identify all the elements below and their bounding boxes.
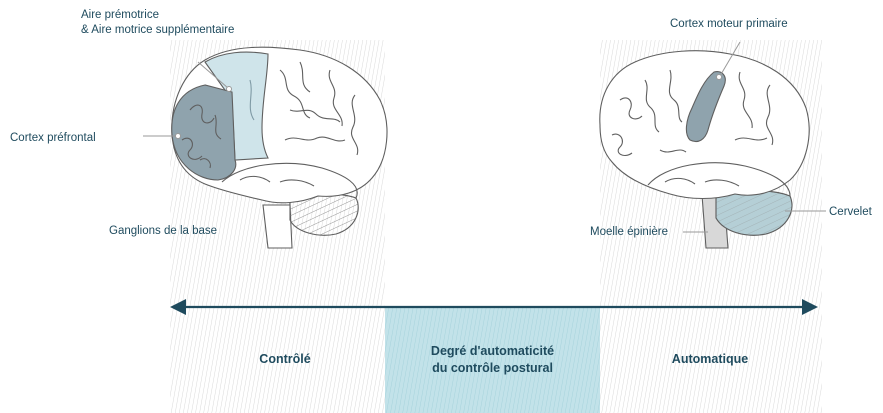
prefrontal-region: [171, 84, 237, 181]
label-premotor-line2: & Aire motrice supplémentaire: [81, 24, 235, 36]
leader-primary-motor: [719, 41, 741, 77]
primary-motor-region: [685, 71, 726, 143]
leader-premotor: [197, 61, 229, 89]
label-spinal-cord: Moelle épinière: [590, 226, 668, 238]
scale-center-line2: du contrôle postural: [432, 361, 553, 375]
scale-center-line1: Degré d'automaticité: [430, 344, 555, 358]
center-band: [385, 307, 600, 413]
leader-lines: [143, 41, 826, 233]
premotor-region: [204, 51, 269, 161]
arrowhead-right: [802, 299, 818, 315]
label-premotor-line1: Aire prémotrice: [81, 9, 159, 21]
scale-arrow: [170, 299, 818, 315]
brain-right: [599, 50, 810, 249]
label-primary-motor: Cortex moteur primaire: [670, 18, 788, 30]
scale-left-label: Contrôlé: [259, 352, 311, 366]
scale-right-label: Automatique: [671, 352, 749, 366]
label-cerebellum: Cervelet: [829, 206, 872, 218]
label-prefrontal: Cortex préfrontal: [10, 132, 96, 144]
arrowhead-left: [170, 299, 186, 315]
label-basal-ganglia: Ganglions de la base: [109, 225, 218, 237]
